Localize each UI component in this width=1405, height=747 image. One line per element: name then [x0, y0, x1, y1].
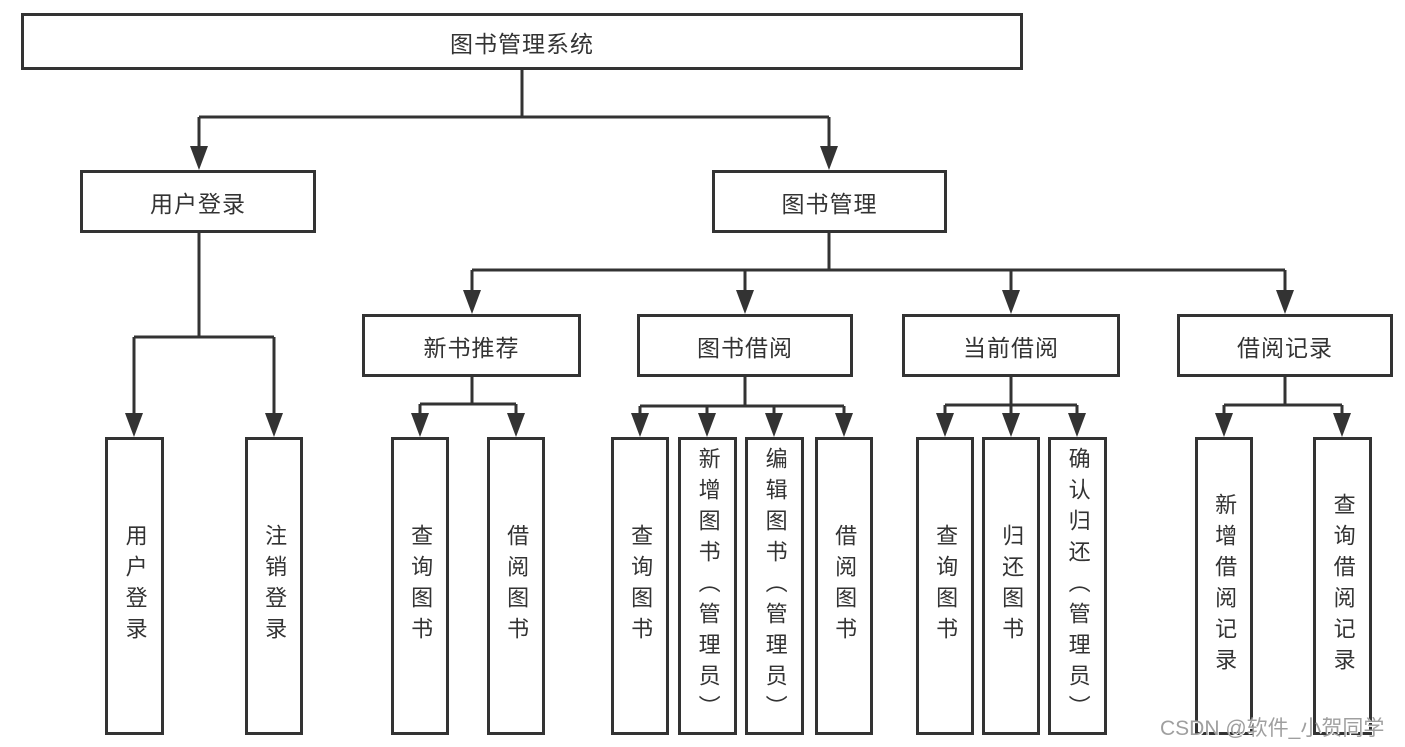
- node-current-borrowing-label: 当前借阅: [963, 334, 1059, 361]
- leaf-borrowing-edit-book-admin: 编辑图书（管理员）: [745, 437, 804, 735]
- node-book-borrowing: 图书借阅: [637, 314, 853, 377]
- leaf-newbook-query-book-label: 查询图书: [408, 524, 434, 648]
- node-borrow-records: 借阅记录: [1177, 314, 1393, 377]
- leaf-newbook-borrow-book-label: 借阅图书: [504, 524, 530, 648]
- leaf-borrowing-borrow-book-label: 借阅图书: [832, 524, 858, 648]
- node-root-label: 图书管理系统: [450, 30, 594, 57]
- node-user-login: 用户登录: [80, 170, 316, 233]
- node-new-book-recommend-label: 新书推荐: [423, 334, 520, 361]
- csdn-watermark: CSDN @软件_小贺同学: [1160, 717, 1385, 740]
- leaf-current-confirm-return-admin-label: 确认归还（管理员）: [1065, 446, 1091, 726]
- leaf-records-query-record-label: 查询借阅记录: [1330, 493, 1356, 679]
- leaf-current-query-book: 查询图书: [916, 437, 974, 735]
- leaf-borrowing-query-book: 查询图书: [611, 437, 669, 735]
- leaf-records-add-record: 新增借阅记录: [1195, 437, 1253, 735]
- leaf-records-query-record: 查询借阅记录: [1313, 437, 1372, 735]
- leaf-borrowing-query-book-label: 查询图书: [628, 524, 654, 648]
- leaf-user-login-label: 用户登录: [122, 524, 148, 648]
- leaf-records-add-record-label: 新增借阅记录: [1212, 493, 1238, 679]
- leaf-newbook-query-book: 查询图书: [391, 437, 449, 735]
- node-book-management: 图书管理: [712, 170, 947, 233]
- leaf-borrowing-add-book-admin-label: 新增图书（管理员）: [695, 446, 721, 726]
- node-book-management-label: 图书管理: [781, 190, 878, 217]
- node-user-login-label: 用户登录: [150, 190, 246, 217]
- leaf-current-query-book-label: 查询图书: [933, 524, 959, 648]
- leaf-borrowing-borrow-book: 借阅图书: [815, 437, 873, 735]
- node-current-borrowing: 当前借阅: [902, 314, 1120, 377]
- node-borrow-records-label: 借阅记录: [1237, 334, 1333, 361]
- leaf-current-return-book-label: 归还图书: [999, 524, 1025, 648]
- leaf-logout-login: 注销登录: [245, 437, 303, 735]
- leaf-borrowing-edit-book-admin-label: 编辑图书（管理员）: [762, 446, 788, 726]
- leaf-current-return-book: 归还图书: [982, 437, 1040, 735]
- node-new-book-recommend: 新书推荐: [362, 314, 581, 377]
- leaf-user-login: 用户登录: [105, 437, 164, 735]
- leaf-newbook-borrow-book: 借阅图书: [487, 437, 545, 735]
- leaf-current-confirm-return-admin: 确认归还（管理员）: [1048, 437, 1107, 735]
- node-root-system: 图书管理系统: [21, 13, 1023, 70]
- leaf-borrowing-add-book-admin: 新增图书（管理员）: [678, 437, 737, 735]
- node-book-borrowing-label: 图书借阅: [697, 334, 793, 361]
- leaf-logout-login-label: 注销登录: [262, 524, 288, 648]
